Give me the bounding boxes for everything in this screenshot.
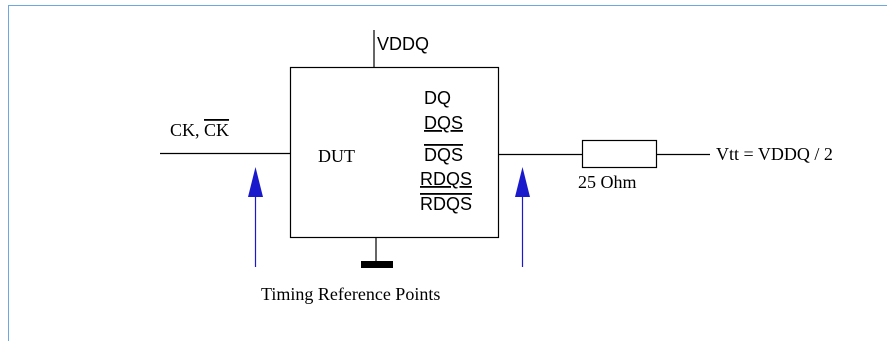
vddq-label: VDDQ [377, 34, 429, 54]
ground-symbol [361, 261, 393, 268]
data-timing-arrow [515, 167, 530, 267]
clock-bar-label: CK [204, 120, 229, 140]
pin-rdqs-bar-label: RDQS [420, 194, 472, 214]
vtt-label: Vtt = VDDQ / 2 [716, 144, 833, 164]
pin-dqs-bar-label: DQS [424, 145, 463, 165]
dut-label: DUT [318, 146, 355, 166]
clock-label: CK, CK [170, 120, 229, 140]
timing-reference-label: Timing Reference Points [261, 284, 440, 304]
resistor-label: 25 Ohm [578, 172, 637, 192]
pin-dqs-label: DQS [424, 113, 463, 133]
resistor [581, 139, 658, 169]
pin-rdqs-label: RDQS [420, 169, 472, 189]
clock-timing-arrow [248, 167, 263, 267]
pin-dq-label: DQ [424, 88, 451, 108]
dut-box [289, 66, 500, 239]
